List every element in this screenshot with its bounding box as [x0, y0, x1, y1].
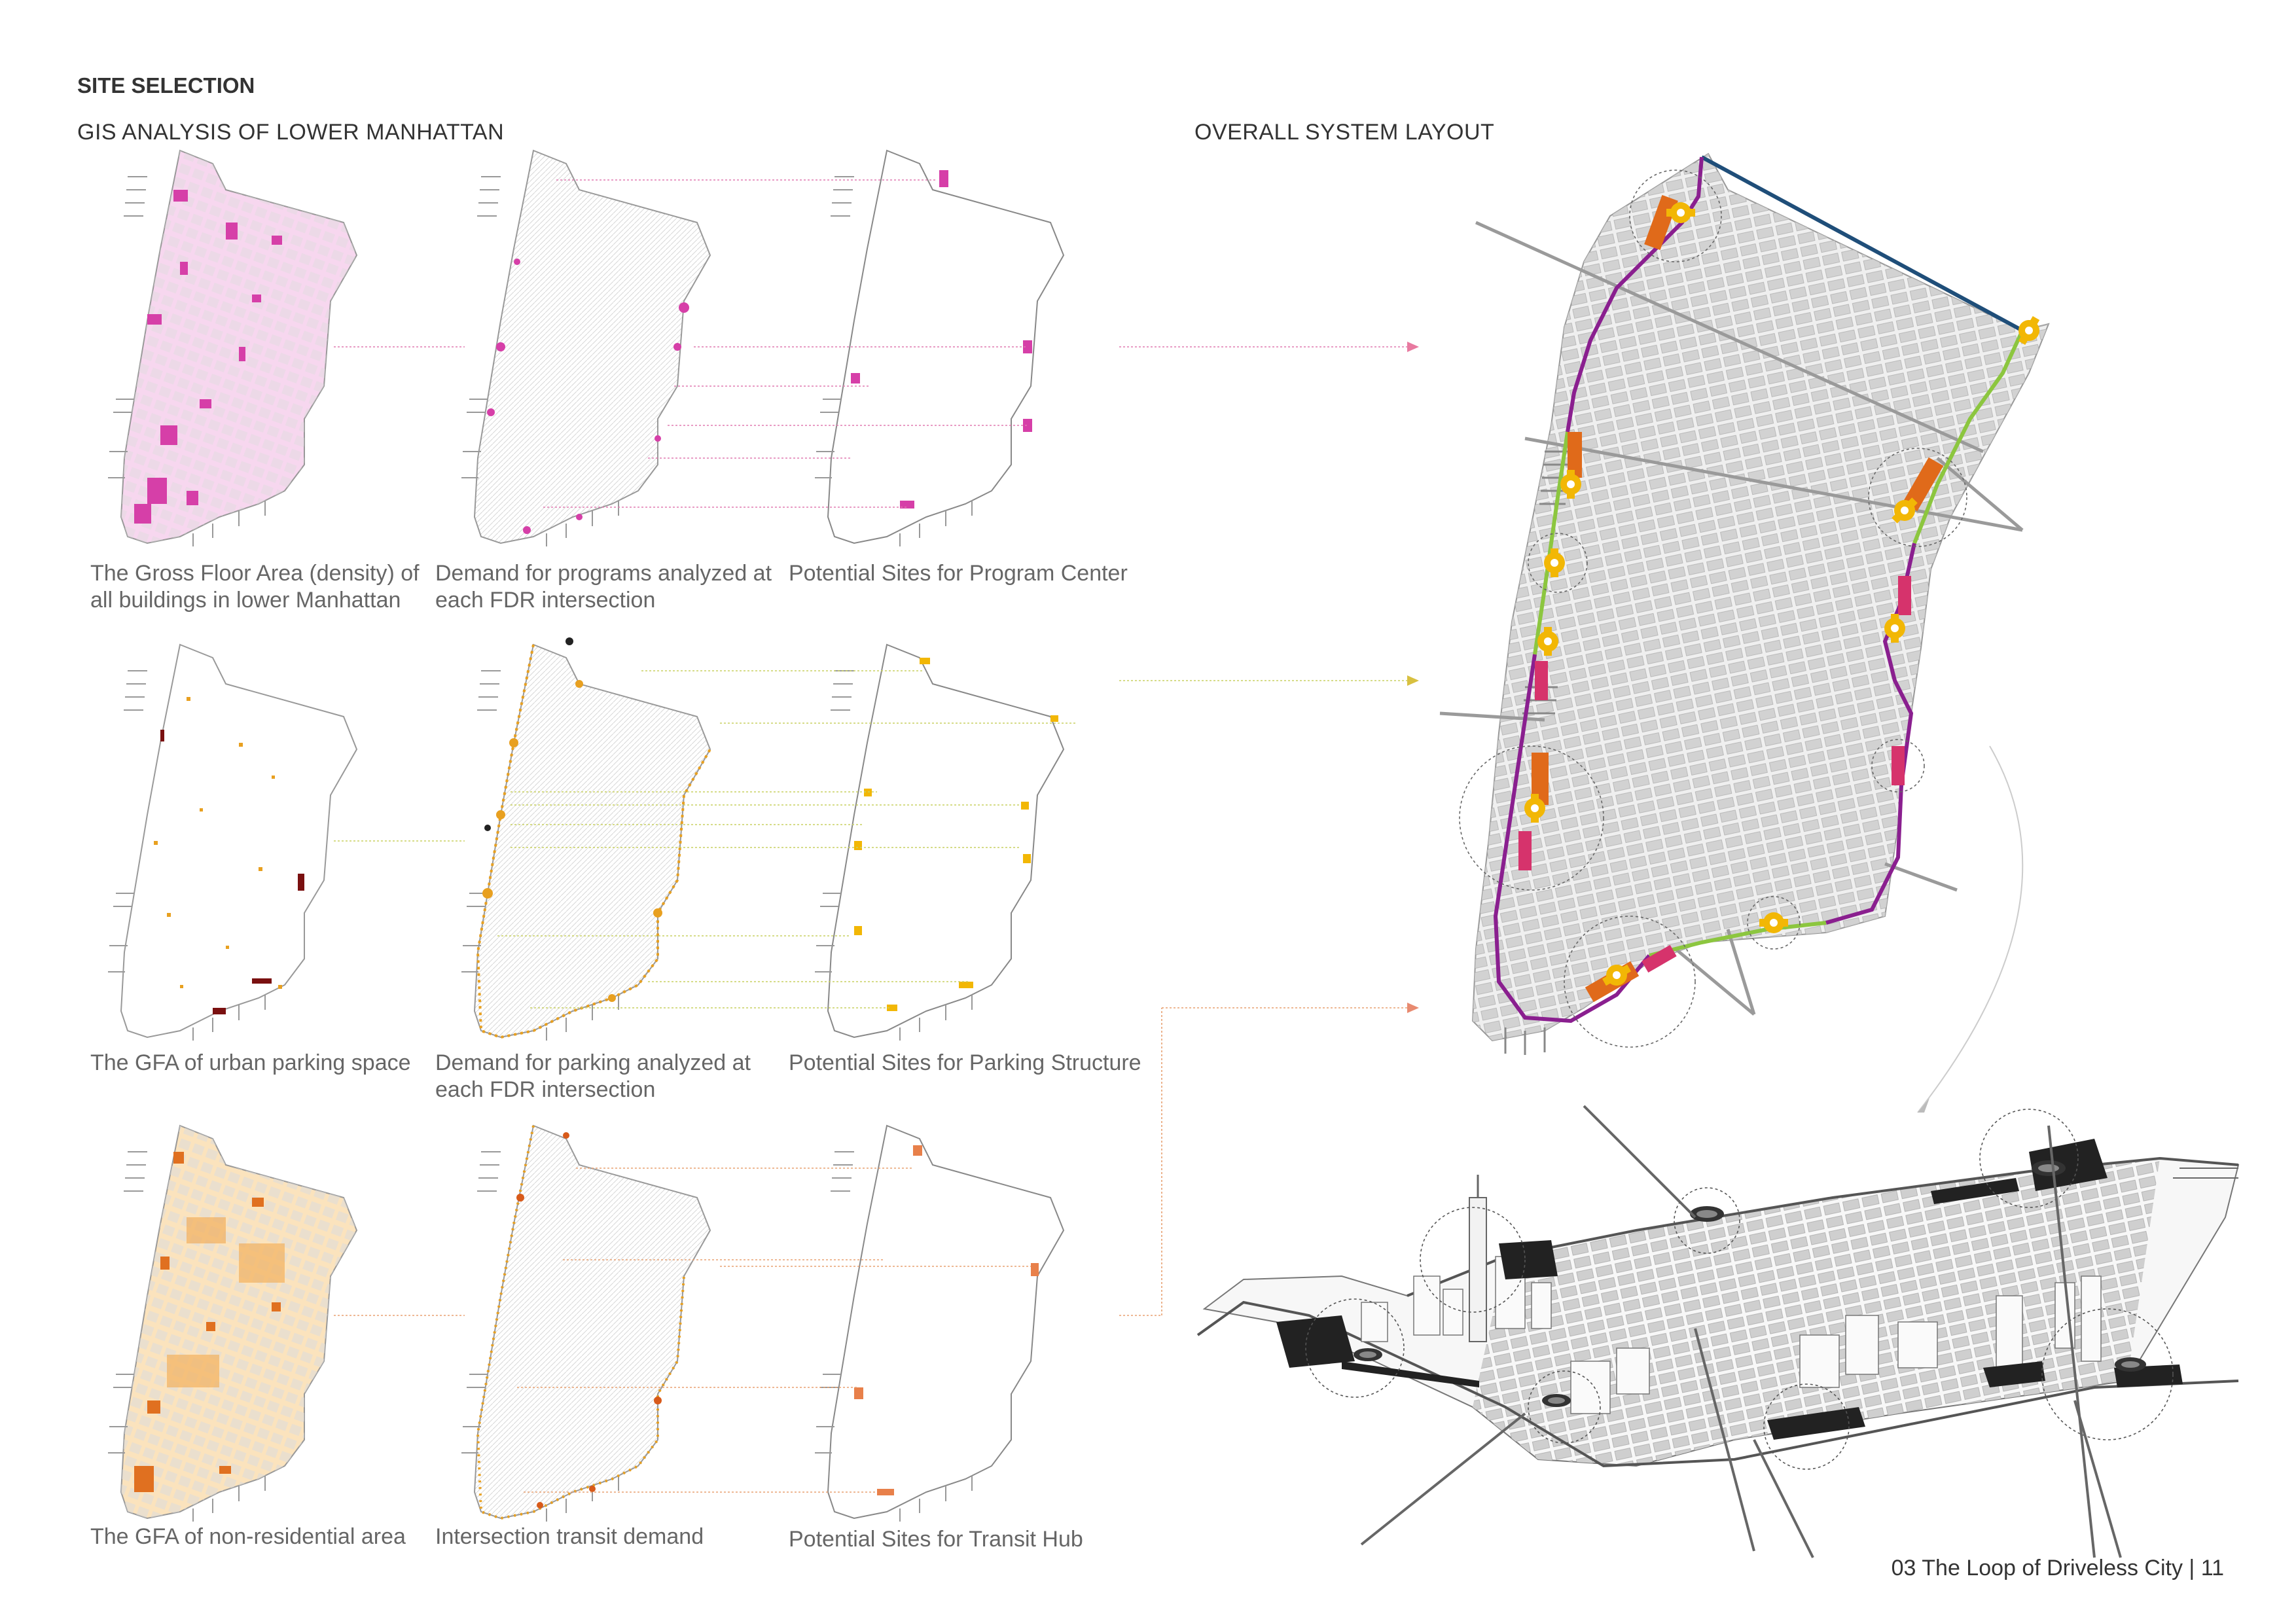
map-row1-demand	[461, 150, 711, 547]
map-row2-parking	[107, 644, 357, 1041]
map-row3-nonresidential	[107, 1125, 357, 1522]
caption-non-residential-gfa: The GFA of non-residential area	[90, 1524, 406, 1549]
map-row3-sites	[814, 1125, 1064, 1522]
axonometric-view	[1196, 1105, 2240, 1558]
site-selection-title: SITE SELECTION	[77, 73, 255, 98]
caption-program-demand: Demand for programs analyzed at each FDR…	[435, 561, 772, 613]
map-row2-demand	[461, 637, 711, 1041]
caption-parking-gfa: The GFA of urban parking space	[90, 1050, 411, 1075]
row3-connectors	[334, 1007, 1414, 1493]
row1-connectors	[334, 179, 1414, 508]
page-footer: 03 The Loop of Driveless City | 11	[1891, 1556, 2224, 1580]
caption-transit-hub-sites: Potential Sites for Transit Hub	[789, 1527, 1083, 1552]
row3-arrow	[1407, 1003, 1419, 1013]
row2-arrow	[1407, 675, 1419, 686]
gis-analysis-title: GIS ANALYSIS OF LOWER MANHATTAN	[77, 120, 505, 145]
row1-arrow	[1407, 342, 1419, 352]
caption-parking-demand: Demand for parking analyzed at each FDR …	[435, 1050, 751, 1102]
caption-program-center-sites: Potential Sites for Program Center	[789, 561, 1128, 586]
caption-gross-floor-area: The Gross Floor Area (density) of all bu…	[90, 561, 420, 613]
caption-transit-demand: Intersection transit demand	[435, 1524, 704, 1549]
map-row1-sites	[814, 150, 1064, 547]
caption-parking-structure-sites: Potential Sites for Parking Structure	[789, 1050, 1141, 1075]
row2-connectors	[334, 670, 1414, 1008]
map-row3-transit	[461, 1125, 711, 1522]
system-layout-map	[1439, 152, 2050, 1113]
hub-dish-icons	[1354, 1160, 2146, 1407]
map-row1-density	[107, 150, 357, 547]
overall-system-title: OVERALL SYSTEM LAYOUT	[1194, 120, 1495, 145]
